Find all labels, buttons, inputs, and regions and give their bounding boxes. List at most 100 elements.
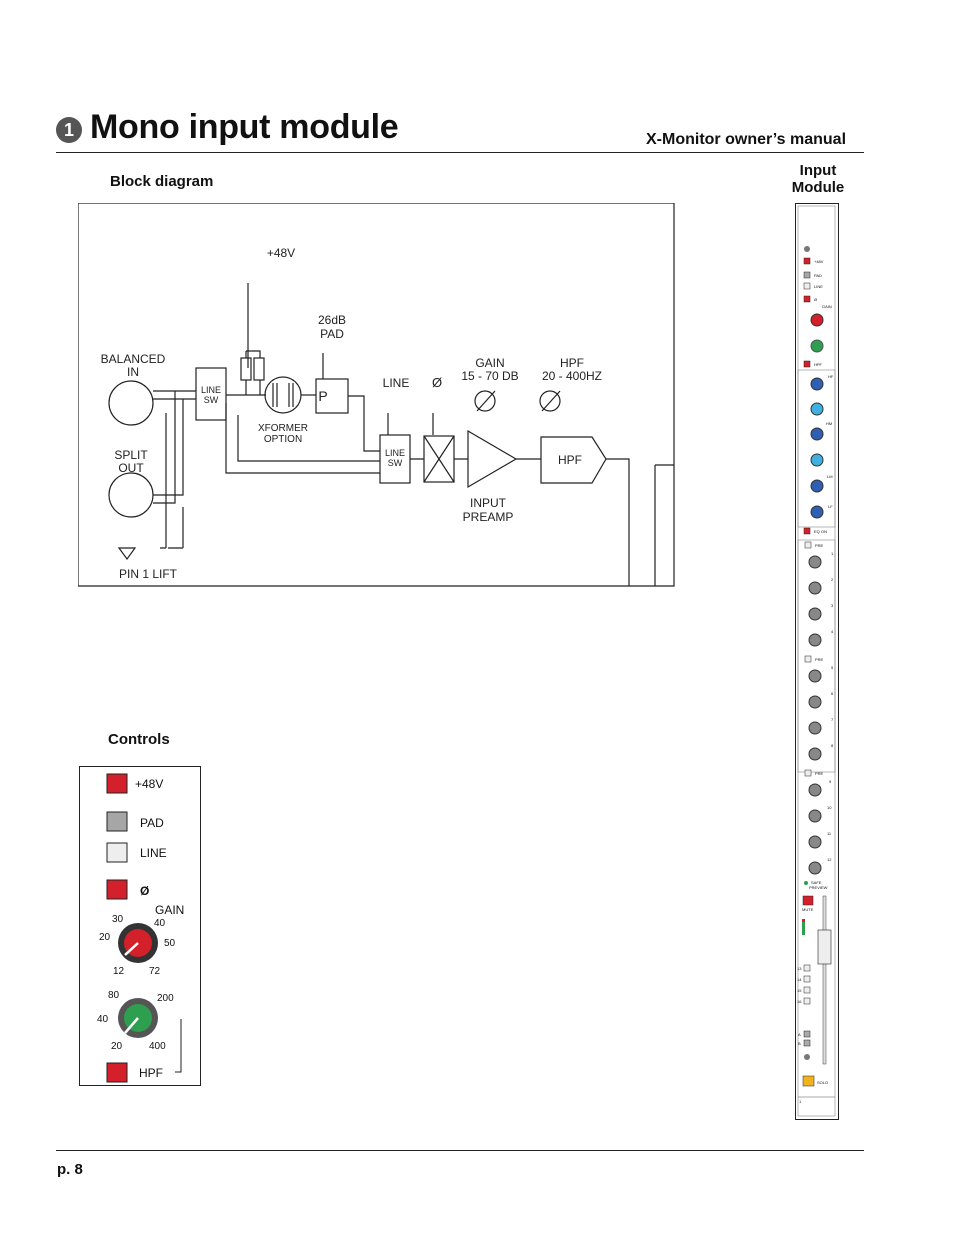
pad-button[interactable] — [106, 811, 128, 832]
strip-aux-knob-7[interactable] — [808, 721, 822, 735]
transformer-icon — [264, 376, 302, 414]
footer-rule — [56, 1150, 864, 1151]
strip-pre-3-button[interactable] — [804, 769, 812, 777]
strip-phase-label: Ø — [814, 297, 817, 302]
diagram-frame — [78, 203, 675, 587]
strip-eq-hmf-knob[interactable] — [810, 402, 824, 416]
strip-solo: SOLO — [817, 1080, 828, 1085]
strip-group-13: 13 — [797, 966, 802, 971]
strip-aux-knob-11[interactable] — [808, 835, 822, 849]
strip-aux-9: 9 — [829, 779, 832, 784]
strip-mute: MUTE — [802, 907, 814, 912]
strip-pre-2-button[interactable] — [804, 655, 812, 663]
strip-screw-icon — [804, 246, 810, 252]
strip-gain-knob[interactable] — [810, 313, 824, 327]
split-xlr-icon — [108, 472, 154, 518]
strip-aux-knob-12[interactable] — [808, 861, 822, 875]
strip-group-16-button[interactable] — [803, 997, 811, 1005]
diagram-hpf-1: HPF — [560, 356, 584, 370]
diagram-line: LINE — [383, 376, 410, 390]
strip-eq-on-label: EQ ON — [814, 529, 827, 534]
phantom-button[interactable] — [106, 773, 128, 794]
strip-group-13-button[interactable] — [803, 964, 811, 972]
strip-mute-button[interactable] — [802, 895, 814, 906]
strip-phantom-label: +48V — [814, 259, 824, 264]
line-switch-1-box — [195, 367, 227, 421]
diagram-pad-2: PAD — [320, 327, 344, 341]
strip-eq-lf: LF — [828, 504, 833, 509]
control-hpf-label: HPF — [139, 1066, 163, 1080]
hpf-scale-80: 80 — [108, 990, 120, 1001]
strip-hpf-knob[interactable] — [810, 339, 824, 353]
strip-aux-knob-3[interactable] — [808, 607, 822, 621]
strip-phantom-button[interactable] — [803, 257, 811, 265]
diagram-hpf-2: 20 - 400HZ — [542, 369, 602, 383]
strip-group-15-button[interactable] — [803, 986, 811, 994]
hpf-pot-icon — [539, 390, 561, 412]
hpf-button[interactable] — [106, 1062, 128, 1083]
strip-hpf-label: HPF — [814, 362, 823, 367]
strip-eq-lm-knob[interactable] — [810, 479, 824, 493]
balanced-xlr-icon — [108, 380, 154, 426]
strip-eq-hf-knob[interactable] — [810, 377, 824, 391]
diagram-phase: Ø — [432, 375, 442, 390]
input-module-strip: +48V PAD LINE Ø GAIN HPF HF HM LM LF EQ … — [795, 203, 839, 1120]
strip-a: A — [798, 1032, 801, 1037]
control-line-label: LINE — [140, 846, 167, 860]
strip-aux-knob-9[interactable] — [808, 783, 822, 797]
strip-aux-knob-10[interactable] — [808, 809, 822, 823]
strip-aux-knob-4[interactable] — [808, 633, 822, 647]
diagram-hpf-box-label: HPF — [558, 453, 582, 467]
strip-group-14: 14 — [797, 977, 802, 982]
control-phase-label: Ø — [140, 884, 149, 898]
strip-pre-1-button[interactable] — [804, 541, 812, 549]
strip-b: B — [798, 1041, 801, 1046]
phase-button[interactable] — [106, 879, 128, 900]
page-title: Mono input module — [90, 108, 399, 146]
strip-b-button[interactable] — [803, 1039, 811, 1047]
strip-line-button[interactable] — [803, 282, 811, 290]
strip-aux-7: 7 — [831, 717, 834, 722]
diagram-linesw1-2: SW — [204, 395, 219, 405]
strip-screw-2-icon — [804, 1054, 810, 1060]
strip-pad-button[interactable] — [803, 271, 811, 279]
manual-title: X-Monitor owner’s manual — [646, 131, 847, 148]
strip-aux-knob-8[interactable] — [808, 747, 822, 761]
diagram-xformer-1: XFORMER — [258, 423, 308, 434]
block-diagram-heading: Block diagram — [110, 173, 214, 190]
strip-aux-knob-5[interactable] — [808, 669, 822, 683]
strip-aux-2: 2 — [831, 577, 834, 582]
strip-eq-lmf-knob[interactable] — [810, 453, 824, 467]
strip-gain-label: GAIN — [822, 304, 832, 309]
hpf-scale-40: 40 — [97, 1014, 109, 1025]
hpf-scale-200: 200 — [157, 993, 174, 1004]
strip-eq-hm: HM — [826, 421, 832, 426]
strip-phase-button[interactable] — [803, 295, 811, 303]
control-phantom-label: +48V — [135, 777, 163, 791]
strip-aux-3: 3 — [831, 603, 834, 608]
diagram-gain-1: GAIN — [475, 356, 504, 370]
diagram-phantom: +48V — [267, 246, 295, 260]
strip-safe-led — [804, 881, 808, 885]
diagram-gain-2: 15 - 70 DB — [461, 369, 518, 383]
gain-pot-icon — [474, 390, 496, 412]
strip-pad-label: PAD — [814, 273, 822, 278]
strip-eq-on-button[interactable] — [803, 527, 811, 535]
strip-aux-knob-1[interactable] — [808, 555, 822, 569]
strip-fader-track — [822, 895, 827, 1065]
strip-aux-8: 8 — [831, 743, 834, 748]
diagram-balanced-2: IN — [127, 365, 139, 379]
diagram-balanced-1: BALANCED — [101, 352, 166, 366]
strip-fader-cap[interactable] — [817, 929, 832, 965]
diagram-preamp-1: INPUT — [470, 496, 507, 510]
strip-eq-lf-knob[interactable] — [810, 505, 824, 519]
strip-eq-hm-knob[interactable] — [810, 427, 824, 441]
strip-hpf-button[interactable] — [803, 360, 811, 368]
section-number-badge: 1 — [56, 117, 82, 143]
strip-aux-knob-6[interactable] — [808, 695, 822, 709]
strip-aux-knob-2[interactable] — [808, 581, 822, 595]
strip-a-button[interactable] — [803, 1030, 811, 1038]
strip-group-14-button[interactable] — [803, 975, 811, 983]
strip-solo-button[interactable] — [802, 1075, 815, 1087]
line-button[interactable] — [106, 842, 128, 863]
